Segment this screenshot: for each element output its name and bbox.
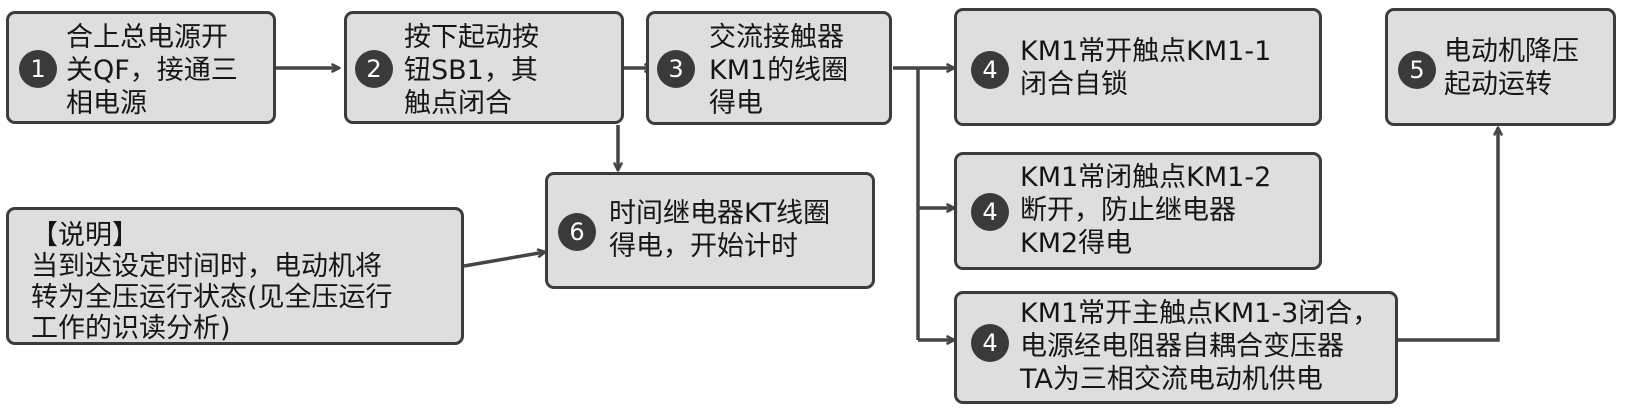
step-4c-text: KM1常开主触点KM1-3闭合， 电源经电阻器自耦合变压器 TA为三相交流电动机… [1020, 298, 1380, 395]
step-4c-box: 4 KM1常开主触点KM1-3闭合， 电源经电阻器自耦合变压器 TA为三相交流电… [954, 291, 1398, 404]
step-1-box: 1 合上总电源开 关QF，接通三 相电源 [6, 11, 276, 124]
step-4b-text: KM1常闭触点KM1-2 断开，防止继电器 KM2得电 [1020, 162, 1272, 259]
step-1-text: 合上总电源开 关QF，接通三 相电源 [66, 22, 238, 119]
step-3-box: 3 交流接触器 KM1的线圈 得电 [646, 11, 892, 125]
step-5-text: 电动机降压 起动运转 [1444, 36, 1579, 100]
step-4b-box: 4 KM1常闭触点KM1-2 断开，防止继电器 KM2得电 [954, 152, 1322, 270]
step-5-box: 5 电动机降压 起动运转 [1385, 8, 1616, 126]
arrow-note-to-6 [463, 252, 545, 268]
step-6-box: 6 时间继电器KT线圈 得电，开始计时 [545, 172, 875, 289]
step-4a-text: KM1常开触点KM1-1 闭合自锁 [1020, 36, 1272, 100]
step-2-text: 按下起动按 钮SB1，其 触点闭合 [404, 22, 539, 119]
step-5-badge: 5 [1398, 51, 1436, 89]
step-2-badge: 2 [355, 50, 393, 88]
step-6-badge: 6 [558, 213, 596, 251]
step-4a-badge: 4 [971, 51, 1009, 89]
step-1-badge: 1 [19, 50, 57, 88]
step-4a-box: 4 KM1常开触点KM1-1 闭合自锁 [954, 8, 1322, 126]
step-4c-badge: 4 [971, 324, 1009, 362]
step-6-text: 时间继电器KT线圈 得电，开始计时 [609, 198, 831, 262]
step-3-text: 交流接触器 KM1的线圈 得电 [709, 22, 849, 119]
step-2-box: 2 按下起动按 钮SB1，其 触点闭合 [344, 11, 624, 124]
note-text: 【说明】 当到达设定时间时，电动机将 转为全压运行状态(见全压运行 工作的识读分… [31, 220, 393, 344]
note-box: 【说明】 当到达设定时间时，电动机将 转为全压运行状态(见全压运行 工作的识读分… [6, 207, 464, 345]
step-4b-badge: 4 [971, 193, 1009, 231]
step-3-badge: 3 [657, 50, 695, 88]
